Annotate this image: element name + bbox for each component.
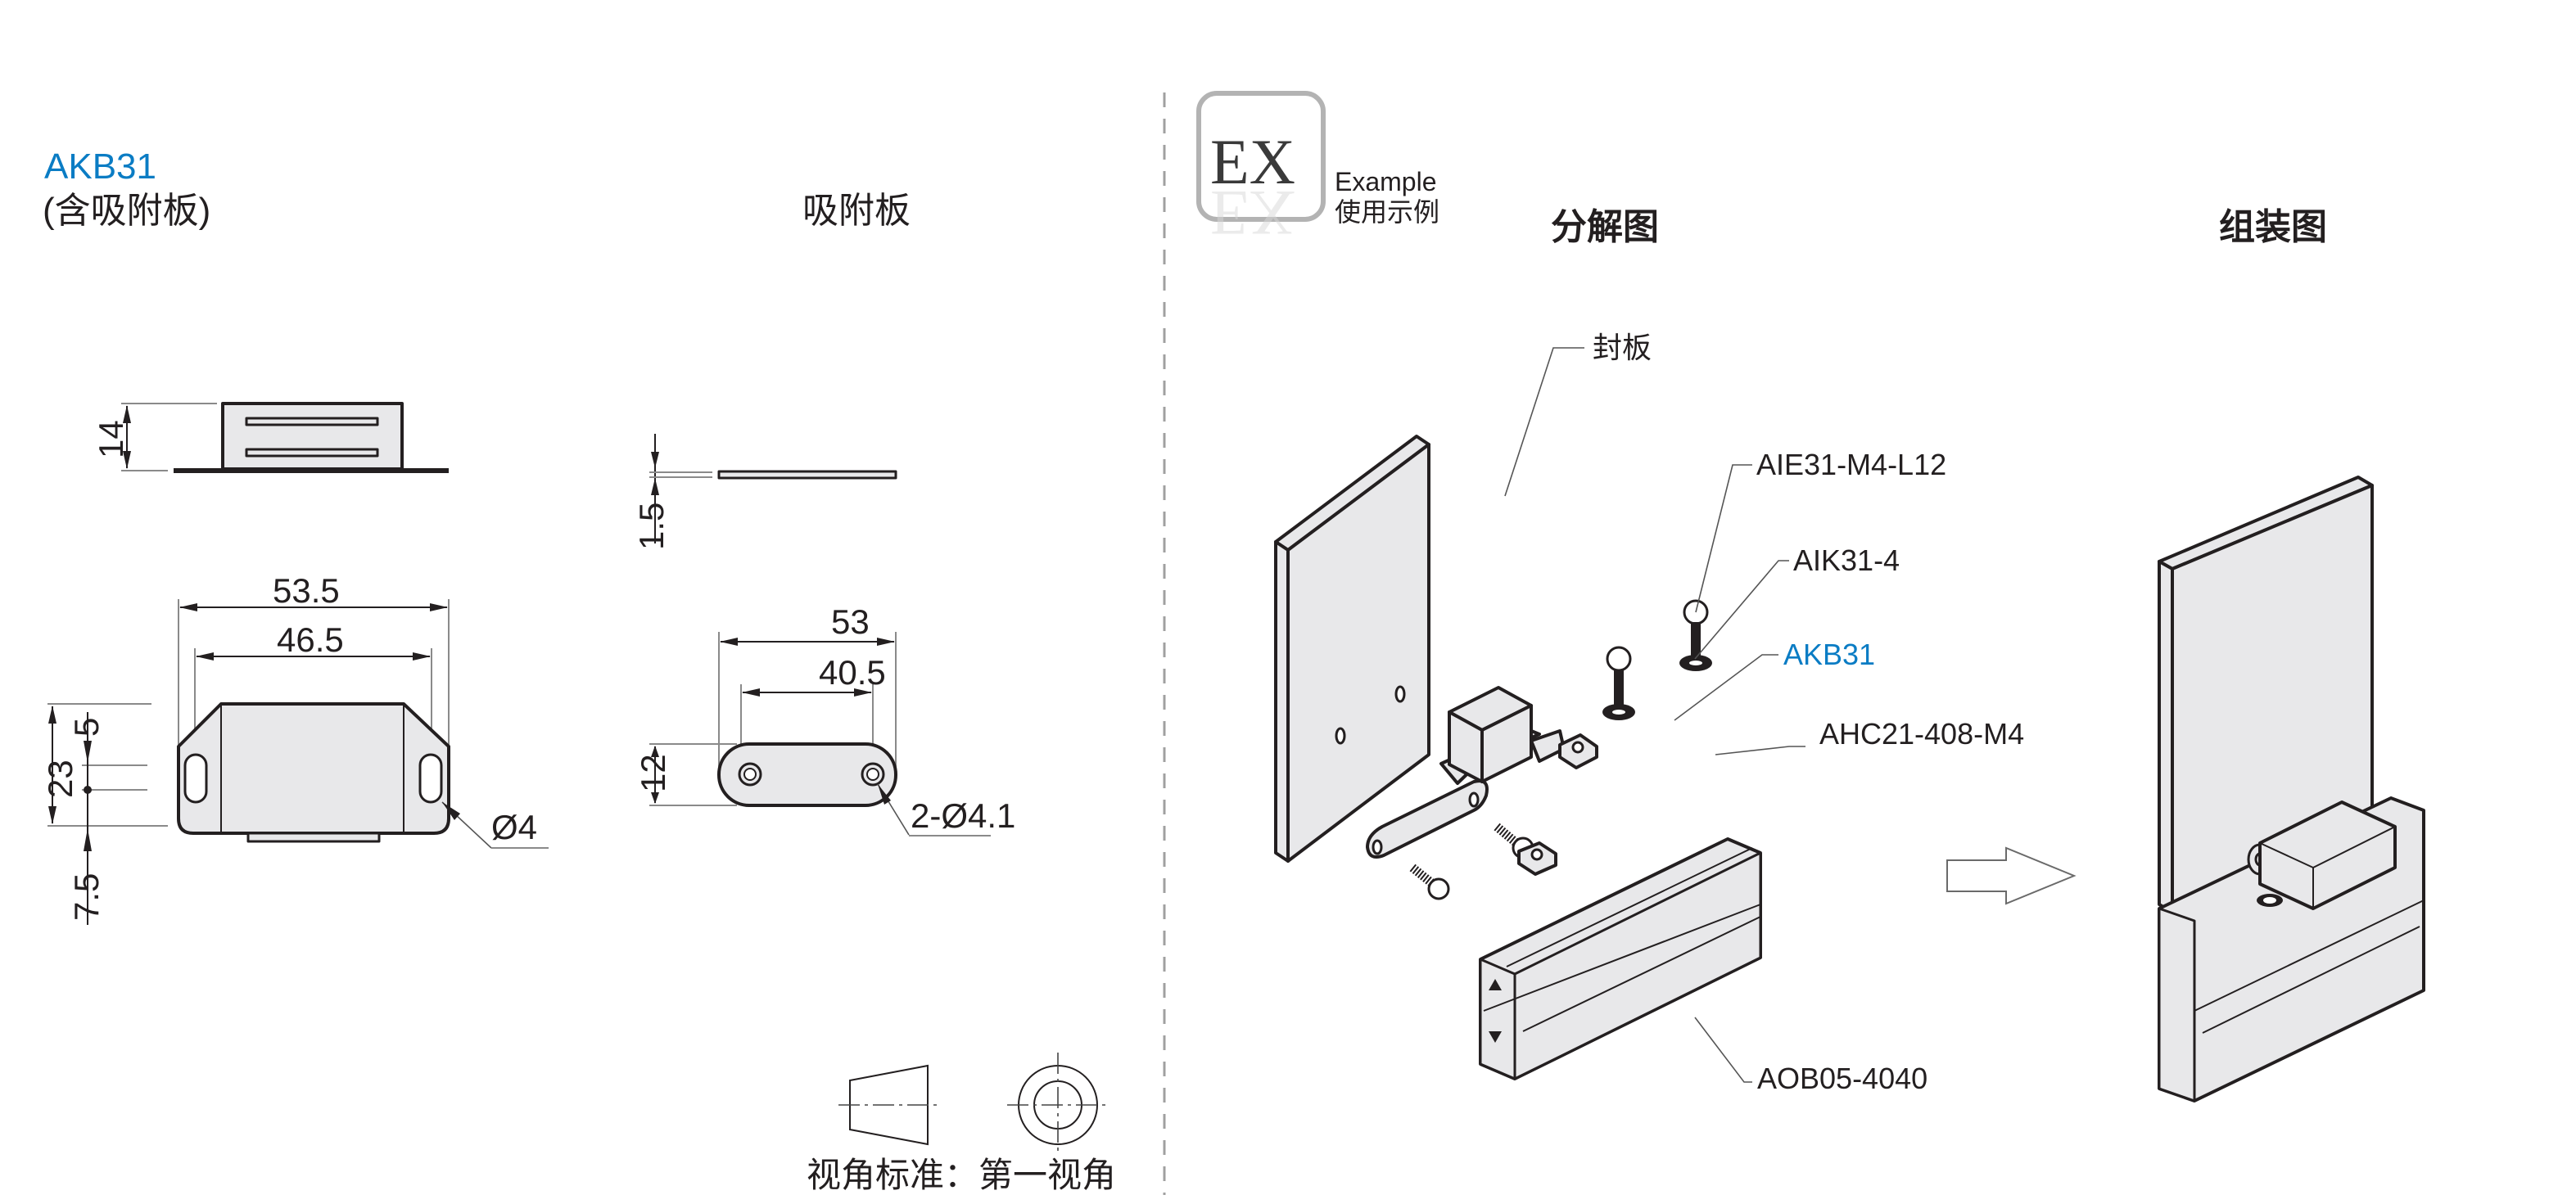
screws-washers [1602,599,1712,720]
ex-badge-reflection: EX [1210,178,1295,249]
magnet-side-view: 14 [92,402,449,473]
dim-plate-holes: 2-Ø4.1 [911,796,1015,835]
exploded-view: 封板 AIE31-M4-L12 AIK31-4 AKB31 AHC21-408-… [1274,331,2024,1095]
dim-plate-width: 12 [634,754,672,792]
dim-hole-pitch: 46.5 [277,620,344,659]
ex-badge-frame [1196,91,1326,222]
product-subtitle: (含吸附板) [43,191,210,231]
slot-left [183,753,208,804]
dim-slot-offset: 5 [67,718,106,737]
dim-plate-length: 53 [831,602,870,641]
dim-plate-thickness: 1.5 [632,503,671,550]
exploded-callouts: 封板 AIE31-M4-L12 AIK31-4 AKB31 AHC21-408-… [1504,331,2024,1095]
plate-side-view: 1.5 [632,434,897,550]
dim-overall-height: 23 [41,760,79,798]
callout-screw: AIE31-M4-L12 [1756,448,1946,481]
callout-magnet-catch: AKB31 [1783,638,1875,671]
plate-title: 吸附板 [802,191,911,231]
assembled-view [2158,476,2425,1103]
example-title-cn: 使用示例 [1335,197,1439,227]
callout-washer: AIK31-4 [1793,543,1900,577]
plate-top-view: 53 40.5 12 2-Ø4.1 [634,602,1015,836]
right-arrow-icon [1946,846,2077,905]
dim-hole-diameter: Ø4 [491,808,537,846]
dim-side-height: 14 [92,420,130,458]
plate-screws [1409,823,1534,900]
right-panel: EX EX Example 使用示例 分解图 组装图 [1196,91,2425,1103]
catch-plate-part [1366,779,1489,859]
aluminum-profile-part [1479,837,1762,1080]
left-panel: AKB31 (含吸附板) 吸附板 14 53.5 46.5 [41,147,1116,1194]
projection-label: 视角标准：第一视角 [807,1156,1116,1194]
dim-base-offset: 7.5 [67,873,106,921]
ex-badge-glyph: EX [1210,126,1295,197]
assembled-view-title: 组装图 [2219,207,2327,247]
slot-right [418,753,443,804]
t-nut-parts [1517,733,1598,876]
product-code: AKB31 [44,147,156,187]
callout-profile: AOB05-4040 [1757,1062,1927,1095]
example-title-en: Example [1335,167,1437,196]
callout-t-nut: AHC21-408-M4 [1819,717,2024,751]
magnet-part [1439,686,1566,785]
magnet-front-view: 53.5 46.5 23 5 7.5 Ø4 [41,571,549,925]
dim-overall-width: 53.5 [273,571,340,610]
example-badge: EX EX Example 使用示例 [1196,91,1439,249]
dim-plate-hole-pitch: 40.5 [819,653,886,692]
cover-plate-part [1274,435,1430,863]
first-angle-projection-icon [838,1053,1109,1156]
exploded-view-title: 分解图 [1551,207,1659,247]
callout-cover-plate: 封板 [1593,331,1652,364]
